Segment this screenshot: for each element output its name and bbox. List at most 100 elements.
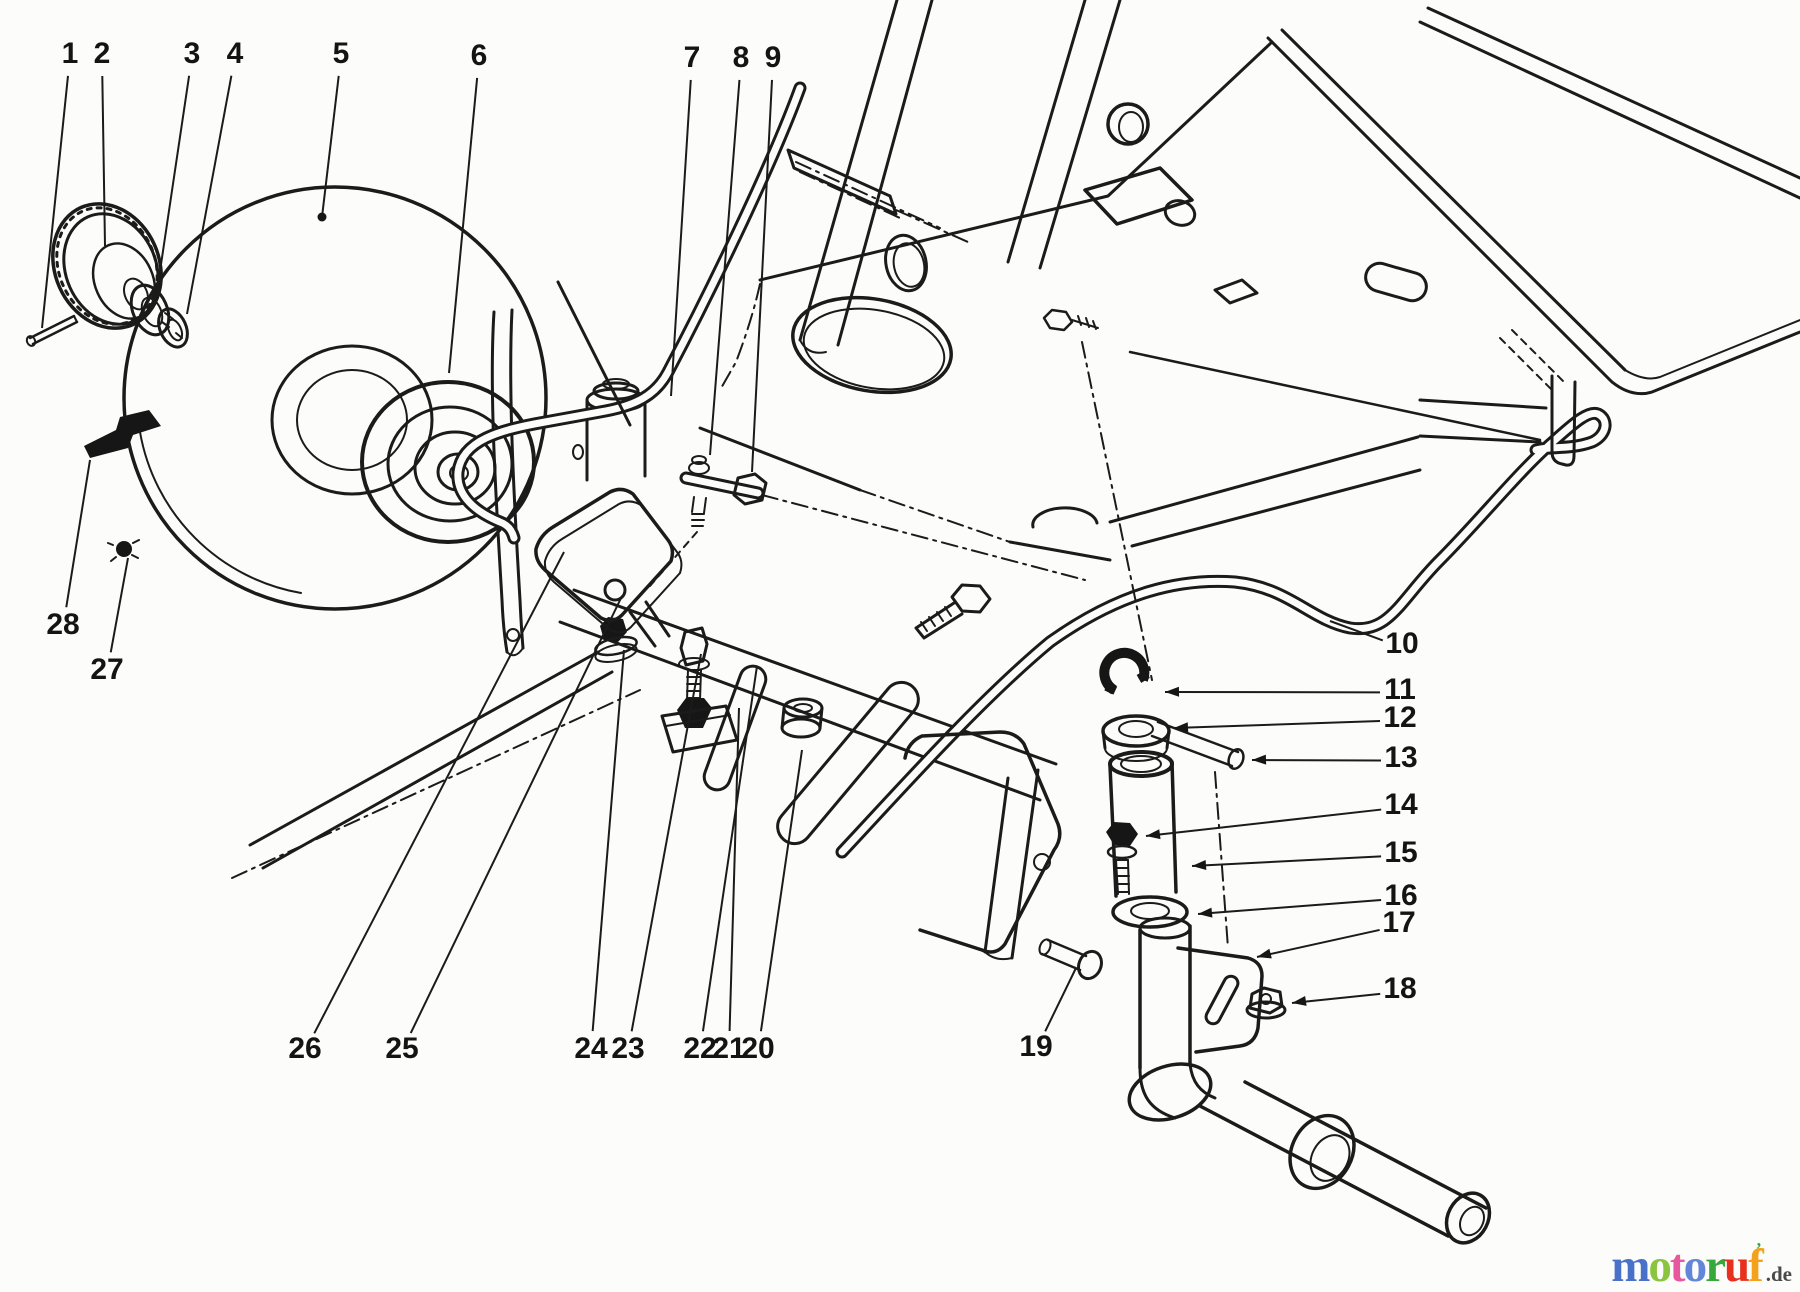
part-number-7: 7 xyxy=(684,41,701,74)
steering-arm-plate xyxy=(534,487,683,648)
callout-5: 5 xyxy=(317,37,349,222)
part-number-23: 23 xyxy=(611,1032,644,1065)
leader-line xyxy=(709,79,741,456)
logo-tick: ’ xyxy=(1755,1239,1762,1259)
part-number-9: 9 xyxy=(765,41,782,74)
cotter-pin xyxy=(25,314,79,347)
arrowhead xyxy=(1292,996,1307,1006)
part-number-25: 25 xyxy=(385,1032,418,1065)
part-number-22: 22 xyxy=(683,1032,716,1065)
hub-bearing xyxy=(157,307,189,349)
locknut-item18 xyxy=(1245,986,1287,1020)
leader-line xyxy=(1251,759,1382,762)
callout-21: 21 xyxy=(712,707,746,1065)
callout-3: 3 xyxy=(155,37,201,299)
leader-line xyxy=(109,557,129,653)
part-number-17: 17 xyxy=(1382,906,1415,939)
part-number-28: 28 xyxy=(46,608,79,641)
drag-link-rear xyxy=(835,406,1612,859)
callout-28: 28 xyxy=(46,459,91,641)
arrowhead xyxy=(1165,686,1180,697)
leader-line xyxy=(186,75,233,315)
motoruf-logo[interactable]: motoruf’.de xyxy=(1611,1239,1792,1292)
callout-18: 18 xyxy=(1291,972,1417,1006)
leader-line xyxy=(1173,720,1381,729)
callout-6: 6 xyxy=(448,39,488,374)
arrowhead xyxy=(1257,948,1272,959)
leader-line xyxy=(728,707,740,1032)
part-number-26: 26 xyxy=(288,1032,321,1065)
logo-letter-r: r xyxy=(1705,1240,1726,1292)
part-number-27: 27 xyxy=(90,653,123,686)
part-number-18: 18 xyxy=(1383,972,1416,1005)
part-number-3: 3 xyxy=(184,37,201,70)
leader-line xyxy=(155,75,191,299)
washer-item16 xyxy=(1111,895,1189,929)
part-number-15: 15 xyxy=(1384,836,1417,869)
callout-13: 13 xyxy=(1251,741,1418,774)
leader-line xyxy=(1191,855,1382,867)
callout-17: 17 xyxy=(1256,906,1416,959)
callout-27: 27 xyxy=(90,557,129,686)
leader-dot xyxy=(317,212,327,222)
part-number-2: 2 xyxy=(94,37,111,70)
hex-bolt-item14 xyxy=(1106,822,1138,895)
ball-socket-fitting xyxy=(780,697,824,739)
frame-deck xyxy=(556,40,1274,562)
callout-25: 25 xyxy=(385,595,623,1065)
right-bracket-plate xyxy=(903,730,1062,954)
pivot-bolt-head xyxy=(660,698,739,754)
leader-line xyxy=(409,595,623,1034)
part-number-13: 13 xyxy=(1384,741,1417,774)
leader-line xyxy=(759,749,803,1032)
callout-14: 14 xyxy=(1145,788,1418,840)
callout-8: 8 xyxy=(709,41,750,456)
callout-24: 24 xyxy=(574,649,625,1065)
callout-7: 7 xyxy=(670,41,701,397)
tire-outline xyxy=(122,185,548,611)
logo-letter-o: o xyxy=(1683,1240,1707,1292)
callout-10: 10 xyxy=(1329,620,1419,660)
part-number-16: 16 xyxy=(1384,879,1417,912)
kingpin-bolt-item13 xyxy=(1150,720,1245,770)
part-number-10: 10 xyxy=(1385,627,1418,660)
leader-line xyxy=(1145,808,1382,837)
bushing-item12 xyxy=(1101,714,1171,762)
logo-letter-o: o xyxy=(1648,1240,1671,1292)
leader-line xyxy=(321,75,340,218)
callout-22: 22 xyxy=(683,665,758,1065)
nut-item-27 xyxy=(107,539,140,562)
part-number-4: 4 xyxy=(227,37,244,70)
leader-line xyxy=(751,79,773,473)
arrowhead xyxy=(1174,722,1189,733)
e-clip-item11 xyxy=(1099,647,1150,695)
logo-letter-t: t xyxy=(1669,1240,1686,1292)
arrowhead xyxy=(1198,907,1213,918)
callout-23: 23 xyxy=(611,653,702,1065)
part-number-6: 6 xyxy=(471,39,488,72)
logo-letter-m: m xyxy=(1611,1240,1650,1292)
clevis-pin-item19 xyxy=(1038,938,1103,981)
leader-line xyxy=(101,75,106,247)
part-number-20: 20 xyxy=(741,1032,774,1065)
left-spindle xyxy=(572,378,647,482)
leader-line xyxy=(701,665,758,1032)
leader-line xyxy=(1329,620,1384,642)
right-spindle xyxy=(1127,916,1492,1245)
arrowhead xyxy=(1192,860,1207,870)
leader-line xyxy=(313,551,565,1034)
part-number-8: 8 xyxy=(733,41,750,74)
arrowhead xyxy=(1252,754,1267,765)
part-number-19: 19 xyxy=(1019,1030,1052,1063)
callout-4: 4 xyxy=(186,37,244,315)
leader-line xyxy=(630,653,702,1032)
part-number-21: 21 xyxy=(712,1032,745,1065)
leader-line xyxy=(448,77,479,374)
hub-cap xyxy=(51,202,163,330)
bolt-item-28 xyxy=(84,410,161,458)
assembly-centerlines xyxy=(1081,341,1229,949)
callout-11: 11 xyxy=(1164,673,1416,706)
axle-beam xyxy=(231,650,641,879)
